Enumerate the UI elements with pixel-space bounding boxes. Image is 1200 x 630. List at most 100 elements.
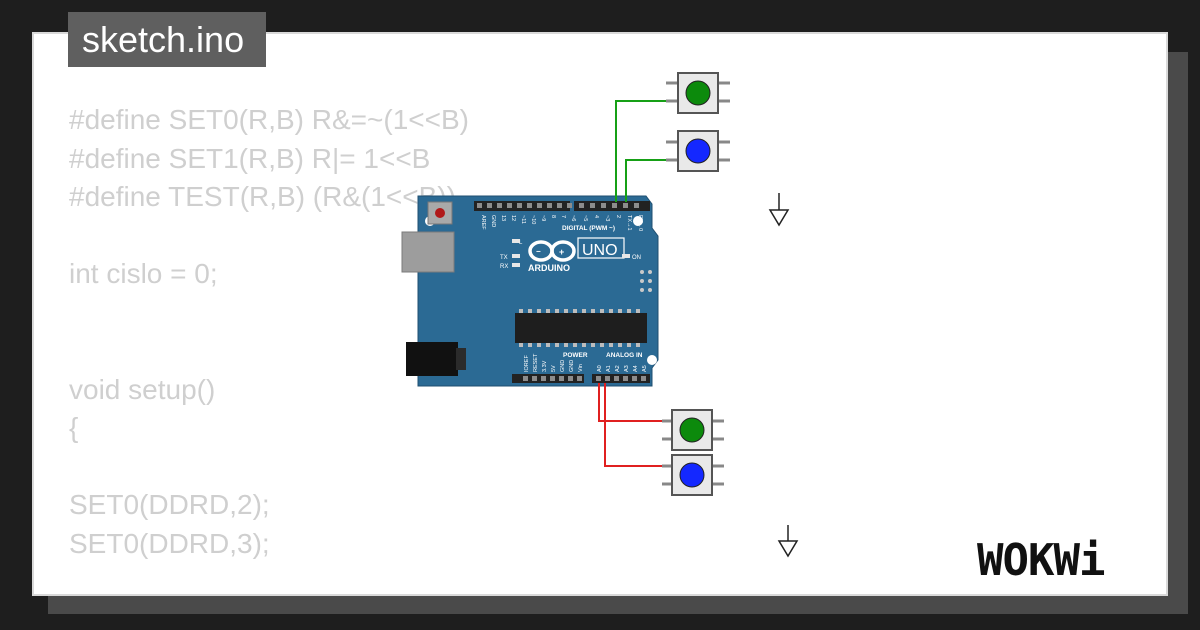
digital-pin-label: 4 (593, 215, 599, 218)
header-pin (605, 376, 610, 381)
power-pin-label: GND (560, 360, 566, 372)
header-pin (487, 203, 492, 208)
chip-leg (582, 343, 586, 347)
code-line: int cislo = 0; (69, 258, 218, 289)
power-pin-label: IOREF (524, 355, 530, 372)
reset-button-cap (435, 208, 445, 218)
pushbutton-4[interactable] (662, 454, 724, 496)
ground-symbol-icon (768, 193, 790, 227)
digital-pin-label: 12 (510, 215, 516, 221)
mounting-hole (647, 355, 657, 365)
digital-pin-label: 8 (550, 215, 556, 218)
chip-leg (564, 343, 568, 347)
chip-leg (537, 309, 541, 313)
digital-pin-label: AREF (480, 215, 486, 230)
code-line: void setup() (69, 373, 216, 405)
header-pin (559, 376, 564, 381)
header-pin (601, 203, 606, 208)
power-pin-label: Vin (578, 364, 584, 372)
usb-port (401, 231, 455, 273)
digital-pin-label: TX→1 (626, 215, 632, 231)
code-line: SET0(DDRD,2); (69, 489, 270, 520)
digital-pin-label: ~9 (540, 215, 546, 221)
atmega-chip (515, 313, 647, 343)
chip-leg (573, 343, 577, 347)
chip-leg (519, 309, 523, 313)
mounting-hole (633, 216, 643, 226)
pushbutton-cap (679, 417, 705, 443)
digital-header-label: DIGITAL (PWM ~) (562, 225, 615, 232)
ground-symbol-icon (777, 525, 799, 558)
digital-pin-label: RX←0 (637, 215, 643, 231)
uno-badge (577, 237, 625, 259)
file-tab[interactable]: sketch.ino (68, 12, 267, 67)
digital-pin-label: ~3 (604, 215, 610, 221)
power-pin-label: GND (569, 360, 575, 372)
analog-pin-label: A3 (624, 365, 630, 372)
chip-leg (609, 309, 613, 313)
wire-a1-to-button4 (604, 383, 668, 467)
analog-wires (598, 383, 668, 467)
wire-a0-to-button3 (598, 383, 668, 422)
power-jack-tip (456, 348, 466, 370)
power-pin-label: RESET (533, 353, 539, 372)
chip-leg (546, 343, 550, 347)
chip-leg (636, 309, 640, 313)
digital-pin-label: 7 (560, 215, 566, 218)
wokwi-logo-text: WOKWi (977, 535, 1105, 586)
power-header (512, 374, 584, 383)
led-rx (512, 263, 520, 267)
digital-pin-label: GND (490, 215, 496, 227)
icsp-header (640, 270, 652, 292)
led-tx (512, 254, 520, 258)
code-line: { (69, 412, 79, 443)
header-pin (568, 376, 573, 381)
chip-leg (528, 343, 532, 347)
header-pin (612, 203, 617, 208)
analog-pin-label: A5 (642, 365, 648, 372)
chip-leg (555, 343, 559, 347)
chip-leg (555, 309, 559, 313)
header-pin (632, 376, 637, 381)
arduino-logo: − + (528, 240, 576, 262)
pushbutton-1[interactable] (666, 72, 730, 114)
chip-leg (618, 343, 622, 347)
digital-pin-label: 13 (500, 215, 506, 221)
header-pin (579, 203, 584, 208)
chip-leg (600, 309, 604, 313)
header-pin (517, 203, 522, 208)
chip-legs (519, 309, 640, 347)
header-pin (614, 376, 619, 381)
svg-text:−: − (536, 247, 541, 256)
power-pin-label: 3.3V (542, 360, 548, 372)
analog-header (592, 374, 650, 383)
code-preview: #define SET0(R,B) R&=~(1<<B) #define SET… (69, 101, 469, 563)
wire-button2-to-d2 (625, 159, 668, 202)
code-line: #define SET1(R,B) R|= 1<<B (69, 142, 431, 174)
header-pin (641, 376, 646, 381)
analog-pin-label: A1 (606, 365, 612, 372)
analog-pin-label: A2 (615, 365, 621, 372)
chip-leg (546, 309, 550, 313)
header-pin (550, 376, 555, 381)
power-jack (406, 342, 458, 376)
chip-leg (582, 309, 586, 313)
led-label-tx: TX (500, 255, 508, 261)
code-line: #define TEST(R,B) (R&(1<<B)) (69, 181, 456, 212)
chip-leg (600, 343, 604, 347)
pushbutton-cap (685, 80, 711, 106)
chip-leg (537, 343, 541, 347)
header-pin (623, 203, 628, 208)
header-pin (497, 203, 502, 208)
pushbutton-2[interactable] (666, 130, 730, 172)
header-pin (532, 376, 537, 381)
digital-pin-label: ~6 (570, 215, 576, 221)
svg-text:+: + (559, 247, 564, 257)
chip-leg (528, 309, 532, 313)
led-label-on: ON (632, 255, 641, 261)
pushbutton-3[interactable] (662, 409, 724, 451)
